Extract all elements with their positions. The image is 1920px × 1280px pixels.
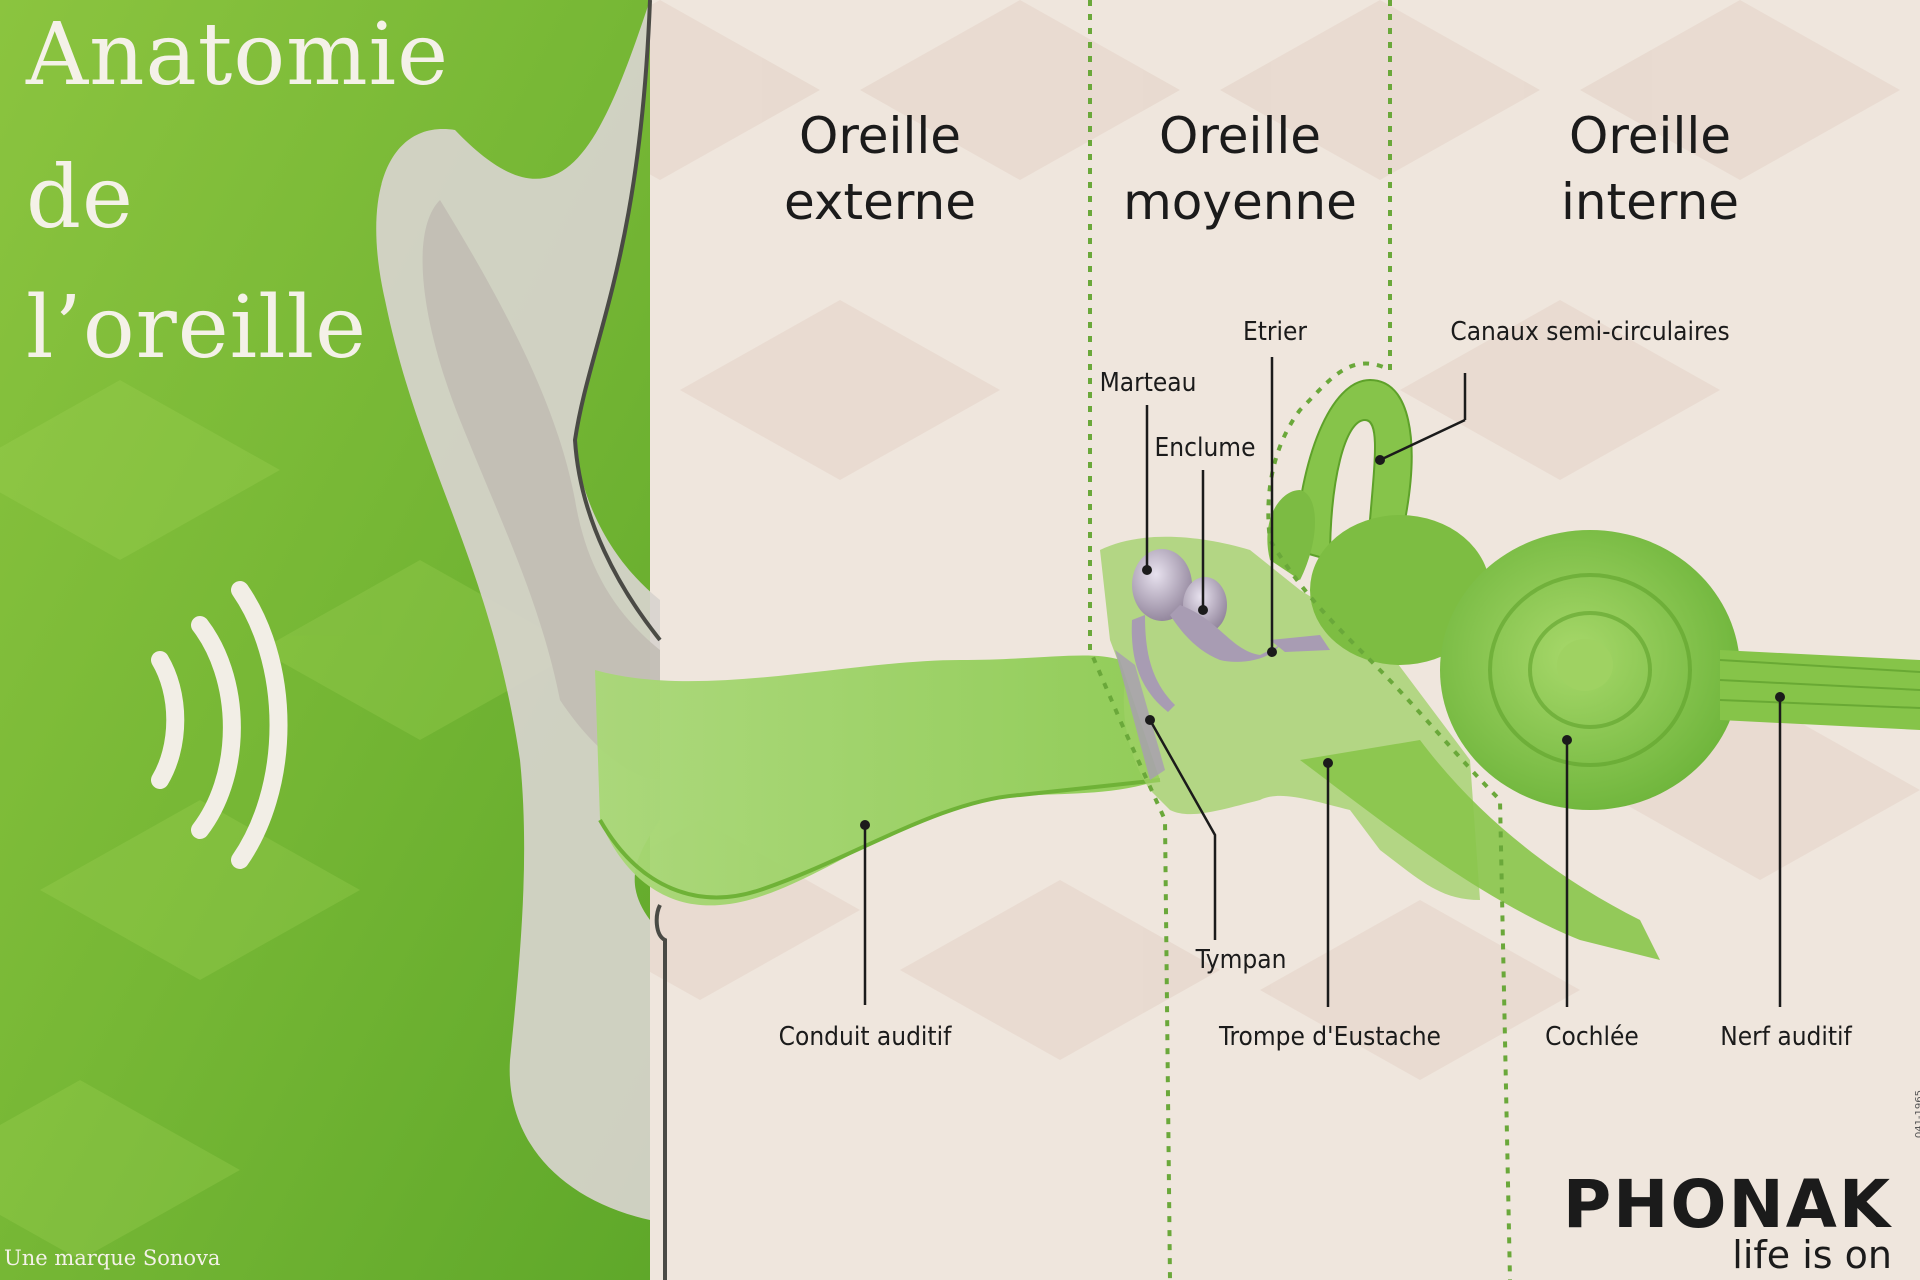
sound-wave-icon	[151, 581, 288, 869]
label-nerf: Nerf auditif	[1720, 1022, 1852, 1052]
pinna-inner	[422, 200, 660, 780]
section-inner-ear-line1: Oreille	[1568, 107, 1731, 165]
phonak-logo: PHONAK	[1562, 1166, 1892, 1243]
divider-middle-inner	[1266, 0, 1512, 1280]
leader-lines	[863, 357, 1782, 1007]
section-middle-ear-line1: Oreille	[1158, 107, 1321, 165]
section-inner-ear-line2: interne	[1560, 173, 1740, 231]
tympanum	[1115, 650, 1165, 780]
section-outer-ear: Oreille externe	[760, 103, 1000, 235]
title-line-1: Anatomie	[26, 5, 450, 105]
leader-dots	[860, 455, 1785, 830]
label-trompe: Trompe d'Eustache	[1219, 1022, 1441, 1052]
section-middle-ear-line2: moyenne	[1123, 173, 1357, 231]
label-etrier: Etrier	[1242, 317, 1308, 347]
label-cochlee: Cochlée	[1545, 1022, 1639, 1052]
serial-number: 041-1965	[1914, 1090, 1920, 1139]
label-tympan: Tympan	[1195, 945, 1287, 975]
section-middle-ear: Oreille moyenne	[1120, 103, 1360, 235]
green-panel-pattern	[0, 380, 580, 1260]
section-outer-ear-line1: Oreille	[798, 107, 961, 165]
ear-canal-shape	[595, 655, 1160, 906]
label-enclume: Enclume	[1154, 433, 1256, 463]
label-canaux: Canaux semi-circulaires	[1450, 317, 1730, 347]
section-outer-ear-line2: externe	[784, 173, 976, 231]
eustachian-tube-shape	[1300, 740, 1660, 960]
phonak-tagline: life is on	[1732, 1233, 1892, 1277]
cochlea-shape	[1440, 530, 1740, 810]
section-inner-ear: Oreille interne	[1530, 103, 1770, 235]
title-line-3: l’oreille	[26, 278, 368, 378]
title-line-2: de	[26, 148, 134, 248]
label-marteau: Marteau	[1099, 368, 1197, 398]
label-conduit: Conduit auditif	[778, 1022, 952, 1052]
vestibule	[1310, 515, 1490, 665]
sonova-brand: Une marque Sonova	[4, 1246, 221, 1270]
